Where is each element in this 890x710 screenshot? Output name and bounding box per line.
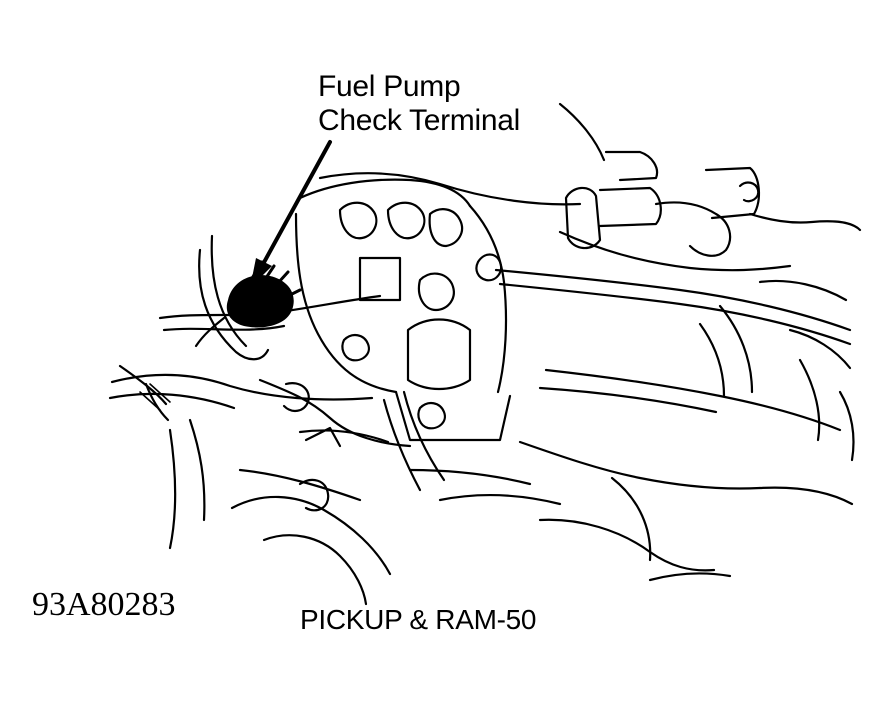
upper-right-hoses bbox=[318, 102, 862, 346]
callout-arrow bbox=[250, 140, 332, 288]
pump-housing bbox=[294, 178, 512, 442]
left-wire-harness bbox=[108, 234, 382, 550]
figure-id: 93A80283 bbox=[32, 586, 176, 623]
lower-right-contour bbox=[538, 476, 854, 582]
figure-caption: PICKUP & RAM-50 bbox=[300, 604, 537, 635]
right-body-panel bbox=[538, 279, 855, 462]
callout-label-line-1: Fuel Pump bbox=[318, 70, 461, 103]
lower-hoses bbox=[230, 378, 762, 606]
fuel-pump-check-terminal bbox=[194, 260, 302, 348]
callout-label-line-2: Check Terminal bbox=[318, 104, 520, 137]
